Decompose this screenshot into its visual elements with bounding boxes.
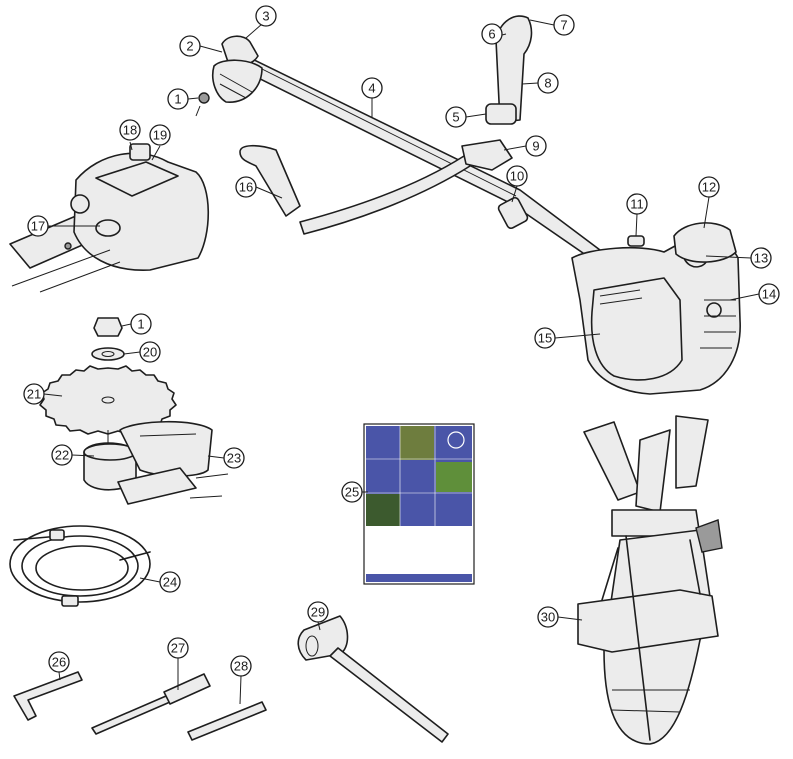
throttle-block <box>485 103 517 125</box>
callout-29: 29 <box>307 601 329 623</box>
callout-3: 3 <box>255 5 277 27</box>
svg-text:3: 3 <box>262 9 269 24</box>
handlebar-tube <box>299 155 471 235</box>
svg-text:15: 15 <box>538 331 552 346</box>
svg-text:1: 1 <box>137 317 144 332</box>
svg-text:5: 5 <box>452 110 459 125</box>
engine-cover <box>590 277 683 381</box>
hex-key <box>13 671 83 721</box>
svg-text:11: 11 <box>630 197 644 212</box>
callout-18: 18 <box>119 119 141 141</box>
callout-7: 7 <box>553 14 575 36</box>
handle-grip-right <box>495 15 533 123</box>
air-filter-cover <box>673 222 737 263</box>
screwdriver <box>91 695 171 735</box>
callout-12: 12 <box>698 176 720 198</box>
svg-text:19: 19 <box>153 128 167 143</box>
svg-text:2: 2 <box>186 39 193 54</box>
svg-text:4: 4 <box>368 81 375 96</box>
transport-guard <box>9 525 151 607</box>
callout-13: 13 <box>750 247 772 269</box>
svg-text:7: 7 <box>560 18 567 33</box>
harness-hip-pad <box>577 589 719 653</box>
callout-16: 16 <box>235 176 257 198</box>
callout-28: 28 <box>230 655 252 677</box>
callouts: 1 2 3 4 5 6 7 8 9 10 11 12 13 14 15 16 1… <box>23 5 780 677</box>
svg-text:9: 9 <box>532 139 539 154</box>
choke-knob <box>627 235 645 247</box>
svg-text:13: 13 <box>754 251 768 266</box>
blade-assembly <box>39 317 229 505</box>
callout-23: 23 <box>223 447 245 469</box>
svg-text:30: 30 <box>541 610 555 625</box>
svg-text:8: 8 <box>544 76 551 91</box>
callout-1a: 1 <box>167 88 189 110</box>
callout-20: 20 <box>139 341 161 363</box>
svg-text:18: 18 <box>123 123 137 138</box>
callout-27: 27 <box>167 637 189 659</box>
closeup-fuel-cap <box>95 219 121 237</box>
svg-text:27: 27 <box>171 641 185 656</box>
callout-2: 2 <box>179 35 201 57</box>
svg-text:14: 14 <box>762 287 776 302</box>
svg-text:28: 28 <box>234 659 248 674</box>
callout-30: 30 <box>537 606 559 628</box>
svg-text:21: 21 <box>27 387 41 402</box>
callout-5: 5 <box>445 106 467 128</box>
locking-pin <box>187 701 267 741</box>
svg-text:29: 29 <box>311 605 325 620</box>
support-flange <box>91 347 125 361</box>
harness-shoulder-strap-right <box>635 429 671 513</box>
blade-nut <box>93 317 123 337</box>
tools <box>13 615 449 743</box>
svg-text:24: 24 <box>163 575 177 590</box>
harness-hook <box>497 196 529 230</box>
harness <box>577 415 723 745</box>
svg-text:12: 12 <box>702 180 716 195</box>
front-guard-plate <box>211 59 263 103</box>
callout-25: 25 <box>341 481 363 503</box>
closeup-stop-switch <box>129 143 151 161</box>
svg-text:17: 17 <box>31 219 45 234</box>
callout-22: 22 <box>51 444 73 466</box>
svg-text:10: 10 <box>510 169 524 184</box>
engine-closeup <box>9 143 210 293</box>
front-nut <box>198 92 210 104</box>
callout-19: 19 <box>149 124 171 146</box>
svg-text:26: 26 <box>52 655 66 670</box>
operator-manual <box>363 423 475 585</box>
svg-text:23: 23 <box>227 451 241 466</box>
svg-text:6: 6 <box>488 27 495 42</box>
svg-text:22: 22 <box>55 448 69 463</box>
closeup-choke-knob <box>70 194 90 214</box>
callout-11: 11 <box>626 193 648 215</box>
leader-lines <box>43 19 760 705</box>
brushcutter-main-assembly <box>195 15 741 395</box>
callout-21: 21 <box>23 383 45 405</box>
callout-24: 24 <box>159 571 181 593</box>
callout-1b: 1 <box>130 313 152 335</box>
callout-14: 14 <box>758 283 780 305</box>
svg-text:16: 16 <box>239 180 253 195</box>
callout-26: 26 <box>48 651 70 673</box>
callout-15: 15 <box>534 327 556 349</box>
handle-grip-left <box>239 144 301 217</box>
starter-grip <box>706 302 722 318</box>
harness-rear-strap <box>675 415 709 489</box>
callout-4: 4 <box>361 77 383 99</box>
callout-6: 6 <box>481 23 503 45</box>
handle-clamp <box>461 139 513 171</box>
callout-17: 17 <box>27 215 49 237</box>
harness-shoulder-strap-left <box>583 421 641 501</box>
svg-text:1: 1 <box>174 92 181 107</box>
callout-8: 8 <box>537 72 559 94</box>
callout-10: 10 <box>506 165 528 187</box>
svg-text:20: 20 <box>143 345 157 360</box>
callout-9: 9 <box>525 135 547 157</box>
svg-text:25: 25 <box>345 485 359 500</box>
